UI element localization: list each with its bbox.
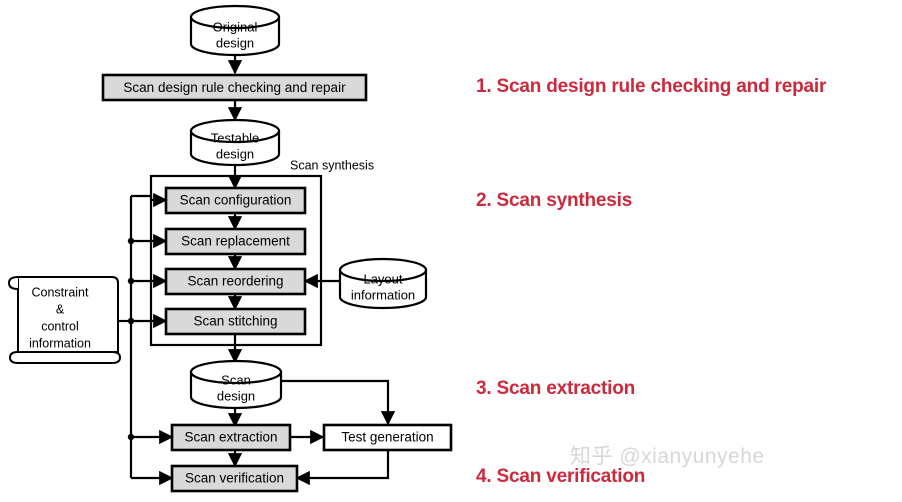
datastore-testable-design: Testable design	[189, 118, 281, 167]
process-label: Scan configuration	[180, 193, 292, 208]
process-scan-configuration[interactable]: Scan configuration	[164, 186, 307, 215]
datastore-label-line1: Original	[213, 19, 258, 34]
junction-dot-extraction	[127, 433, 135, 441]
process-scan-verification[interactable]: Scan verification	[170, 464, 299, 493]
scroll-label-line3: control	[41, 319, 79, 333]
constraint-branch-configuration	[131, 192, 168, 208]
scroll-label-line1: Constraint	[32, 285, 89, 299]
legend-item-3: 3. Scan extraction	[476, 378, 636, 399]
scroll-label-line4: information	[29, 336, 91, 350]
process-scan-stitching[interactable]: Scan stitching	[164, 307, 307, 336]
legend-item-1: 1. Scan design rule checking and repair	[476, 76, 827, 97]
process-label: Scan verification	[185, 471, 284, 486]
datastore-label-line2: design	[217, 388, 255, 403]
datastore-label-line1: Scan	[221, 372, 251, 387]
scan-synthesis-group-box	[149, 174, 323, 347]
process-scan-replacement[interactable]: Scan replacement	[164, 227, 307, 256]
connector-group	[118, 52, 396, 486]
process-label: Scan design rule checking and repair	[123, 80, 346, 95]
datastore-original-design: Original design	[189, 4, 281, 57]
scan-synthesis-group-label: Scan synthesis	[290, 158, 374, 172]
watermark: 知乎 @xianyunyehe	[570, 445, 765, 468]
process-label: Scan reordering	[187, 274, 283, 289]
process-scan-reordering[interactable]: Scan reordering	[164, 267, 307, 296]
datastore-label-line2: information	[351, 287, 415, 302]
process-label: Scan stitching	[193, 314, 277, 329]
junction-dot-reordering	[127, 277, 135, 285]
legend-item-2: 2. Scan synthesis	[476, 190, 633, 211]
datastore-scan-design: Scan design	[189, 359, 283, 410]
process-label: Test generation	[341, 430, 433, 445]
datastore-label-line2: design	[216, 35, 254, 50]
process-scan-design-rule-checking-and-repair[interactable]: Scan design rule checking and repair	[101, 73, 368, 102]
arrow-scan-design-to-test-generation	[281, 379, 396, 426]
datastore-layout-information: Layout information	[338, 257, 428, 310]
process-label: Scan replacement	[181, 234, 290, 249]
scroll-label-line2: &	[56, 302, 65, 316]
process-test-generation[interactable]: Test generation	[322, 423, 453, 452]
process-label: Scan extraction	[184, 430, 277, 445]
junction-dot-stitching	[127, 317, 135, 325]
arrow-test-generation-to-verification	[295, 450, 390, 486]
datastore-label-line2: design	[216, 146, 254, 161]
datastore-label-line1: Testable	[211, 130, 259, 145]
datastore-label-line1: Layout	[363, 271, 402, 286]
legend-item-4: 4. Scan verification	[476, 466, 646, 487]
process-scan-extraction[interactable]: Scan extraction	[170, 423, 292, 452]
constraint-control-information-scroll: Constraint & control information	[7, 276, 122, 364]
junction-dot-replacement	[127, 237, 135, 245]
